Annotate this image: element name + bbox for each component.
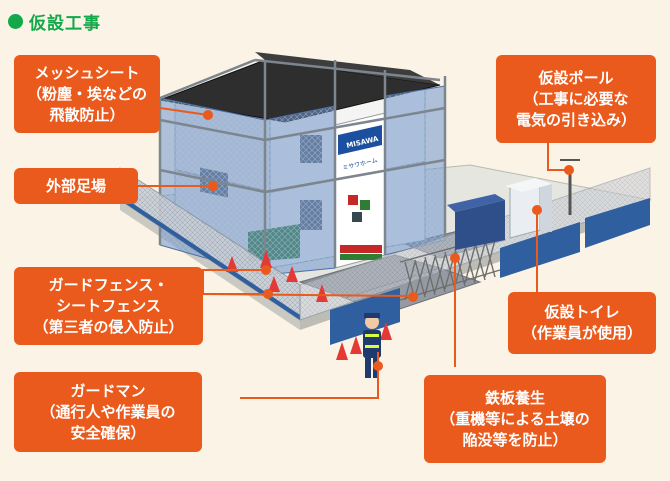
traffic-cones xyxy=(226,250,392,360)
callout-line: 外部足場 xyxy=(45,176,106,195)
callout-line: （工事に必要な xyxy=(523,89,629,108)
callout-line: 鉄板養生 xyxy=(484,388,545,407)
leader-dots xyxy=(203,110,574,371)
callout-line: 飛散防止） xyxy=(49,105,125,124)
callout-line: 仮設トイレ xyxy=(544,303,620,321)
callout-line: （重機等による土壌の xyxy=(440,409,590,428)
callout-line: ガードマン xyxy=(70,381,146,400)
callout-temp-toilet: 仮設トイレ （作業員が使用） xyxy=(508,292,656,354)
callout-line: ガードフェンス・ xyxy=(48,275,169,294)
callout-line: シートフェンス xyxy=(56,296,161,315)
green-dot-icon xyxy=(8,14,23,29)
temp-toilet xyxy=(505,178,552,239)
callout-line: （通行人や作業員の xyxy=(40,402,176,421)
leader-lines xyxy=(138,107,568,399)
temp-pole xyxy=(560,159,580,215)
callout-line: （第三者の侵入防止） xyxy=(33,317,184,336)
page-title: 仮設工事 xyxy=(8,9,101,34)
page-title-text: 仮設工事 xyxy=(29,14,101,34)
callout-external-scaffold: 外部足場 xyxy=(14,168,138,204)
callout-mesh-sheet: メッシュシート （粉塵・埃などの 飛散防止） xyxy=(14,55,160,133)
mesh-sheet-right xyxy=(384,85,446,256)
callout-line: 陥没等を防止） xyxy=(462,430,568,449)
blue-panel xyxy=(585,198,650,248)
callout-line: （粉塵・埃などの xyxy=(26,84,147,103)
callout-line: （作業員が使用） xyxy=(521,324,642,342)
callout-line: 仮設ポール xyxy=(538,68,614,87)
misawa-sign: MISAWA ミサワホーム xyxy=(334,112,386,269)
callout-line: 安全確保） xyxy=(70,423,146,442)
callout-temp-pole: 仮設ポール （工事に必要な 電気の引き込み） xyxy=(496,55,656,143)
temp-hut xyxy=(455,200,505,250)
callout-line: メッシュシート xyxy=(34,63,140,82)
sheet-fence-left-base xyxy=(120,195,300,320)
callout-guard-fence: ガードフェンス・ シートフェンス （第三者の侵入防止） xyxy=(14,267,203,345)
callout-steel-plate: 鉄板養生 （重機等による土壌の 陥没等を防止） xyxy=(424,375,606,463)
blue-panel xyxy=(500,222,580,278)
callout-guardman: ガードマン （通行人や作業員の 安全確保） xyxy=(14,372,202,452)
callout-line: 電気の引き込み） xyxy=(515,110,636,129)
